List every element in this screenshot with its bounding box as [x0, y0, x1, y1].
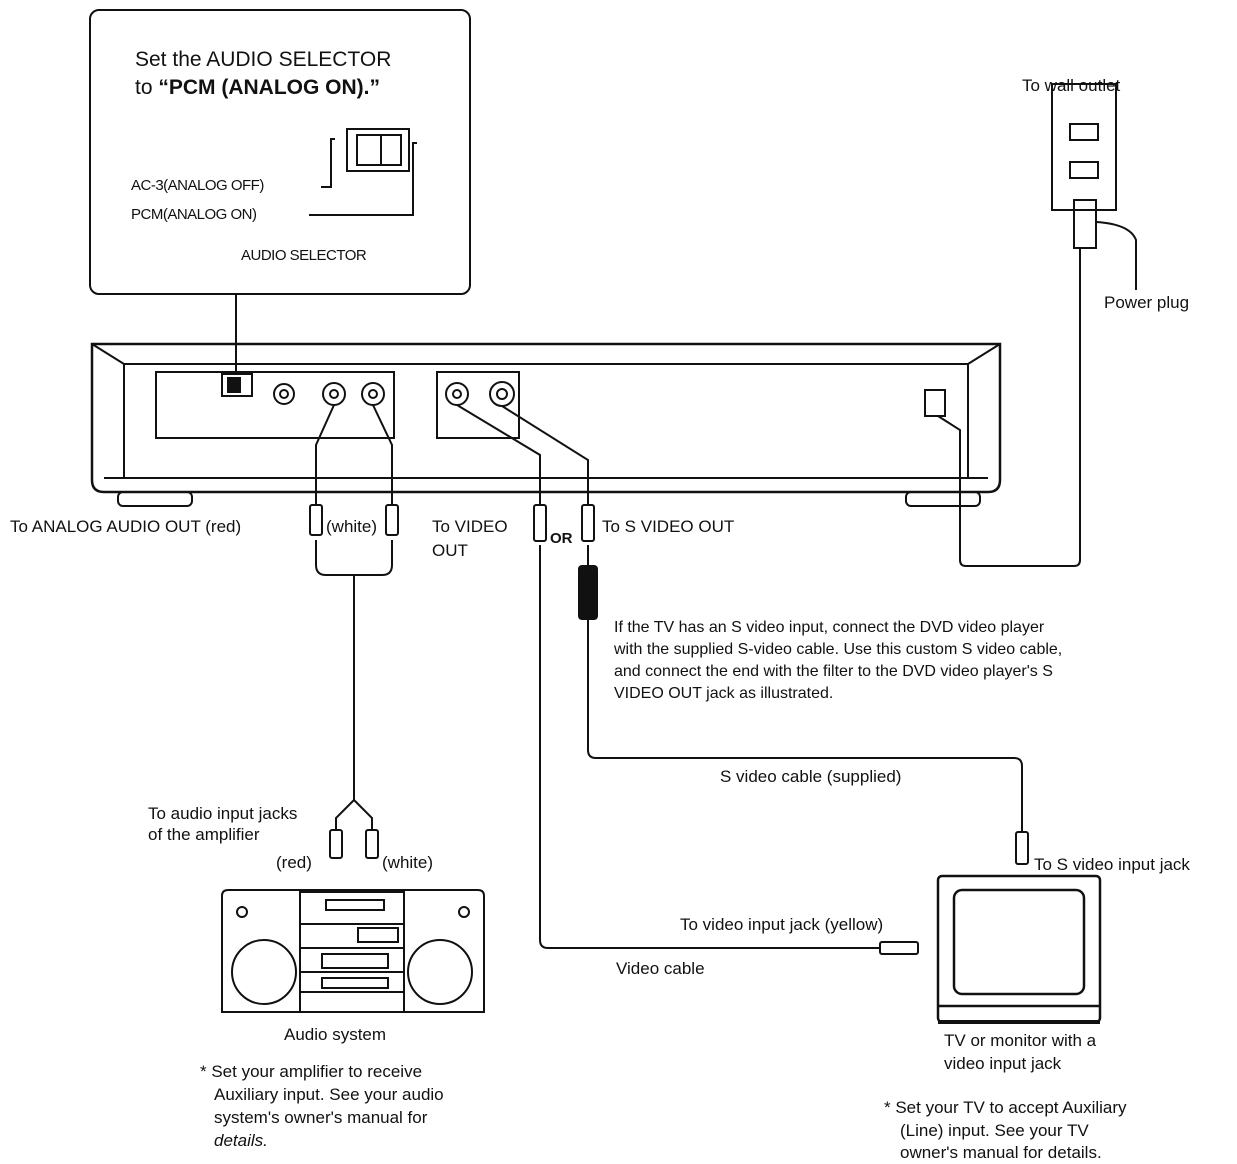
audio-system-label: Audio system [284, 1025, 387, 1044]
audio-input-label-2: of the amplifier [148, 825, 260, 844]
video-out-label-2: OUT [432, 541, 468, 560]
or-label: OR [550, 530, 573, 547]
white-label: (white) [326, 517, 378, 536]
s-video-cable-label: S video cable (supplied) [720, 767, 902, 786]
video-out-label-1: To VIDEO [432, 517, 508, 536]
tv-note-line-2: (Line) input. See your TV [900, 1121, 1089, 1140]
option-pcm-analog-on: PCM(ANALOG ON) [131, 206, 257, 223]
white-input-label: (white) [382, 853, 434, 872]
audio-input-label-1: To audio input jacks [148, 804, 298, 823]
tv-note-line-1: * Set your TV to accept Auxiliary [884, 1098, 1127, 1117]
tv-label-line-1: TV or monitor with a [944, 1031, 1097, 1050]
audio-selector-label: AUDIO SELECTOR [241, 247, 367, 264]
option-ac3-analog-off: AC-3(ANALOG OFF) [131, 177, 264, 194]
amplifier-note-line-3: system's owner's manual for [214, 1108, 428, 1127]
audio-selector-switch-illustration [309, 128, 417, 216]
s-video-note: If the TV has an S video input, connect … [614, 619, 1063, 702]
amplifier-note-line-1: * Set your amplifier to receive [200, 1062, 423, 1081]
audio-selector-callout: Set the AUDIO SELECTOR to “PCM (ANALOG O… [89, 9, 471, 295]
tv-note-line-3: owner's manual for details. [900, 1143, 1102, 1162]
s-video-input-label: To S video input jack [1034, 855, 1190, 874]
video-input-label: To video input jack (yellow) [680, 915, 884, 934]
callout-line-2: to “PCM (ANALOG ON).” [135, 76, 381, 99]
s-video-out-label: To S VIDEO OUT [602, 517, 735, 536]
audio-system [221, 889, 485, 1013]
tv-label-line-2: video input jack [944, 1054, 1062, 1073]
callout-line-1: Set the AUDIO SELECTOR [135, 48, 392, 71]
amplifier-note-line-4: details. [214, 1131, 268, 1150]
tv-monitor [936, 874, 1102, 1024]
dvd-player [90, 342, 1002, 507]
amplifier-note-line-2: Auxiliary input. See your audio [214, 1085, 444, 1104]
red-label: (red) [276, 853, 312, 872]
wall-outlet-label: To wall outlet [1022, 76, 1121, 95]
analog-audio-out-label: To ANALOG AUDIO OUT (red) [10, 517, 242, 536]
power-plug-label: Power plug [1104, 293, 1190, 312]
video-cable-label: Video cable [616, 959, 705, 978]
